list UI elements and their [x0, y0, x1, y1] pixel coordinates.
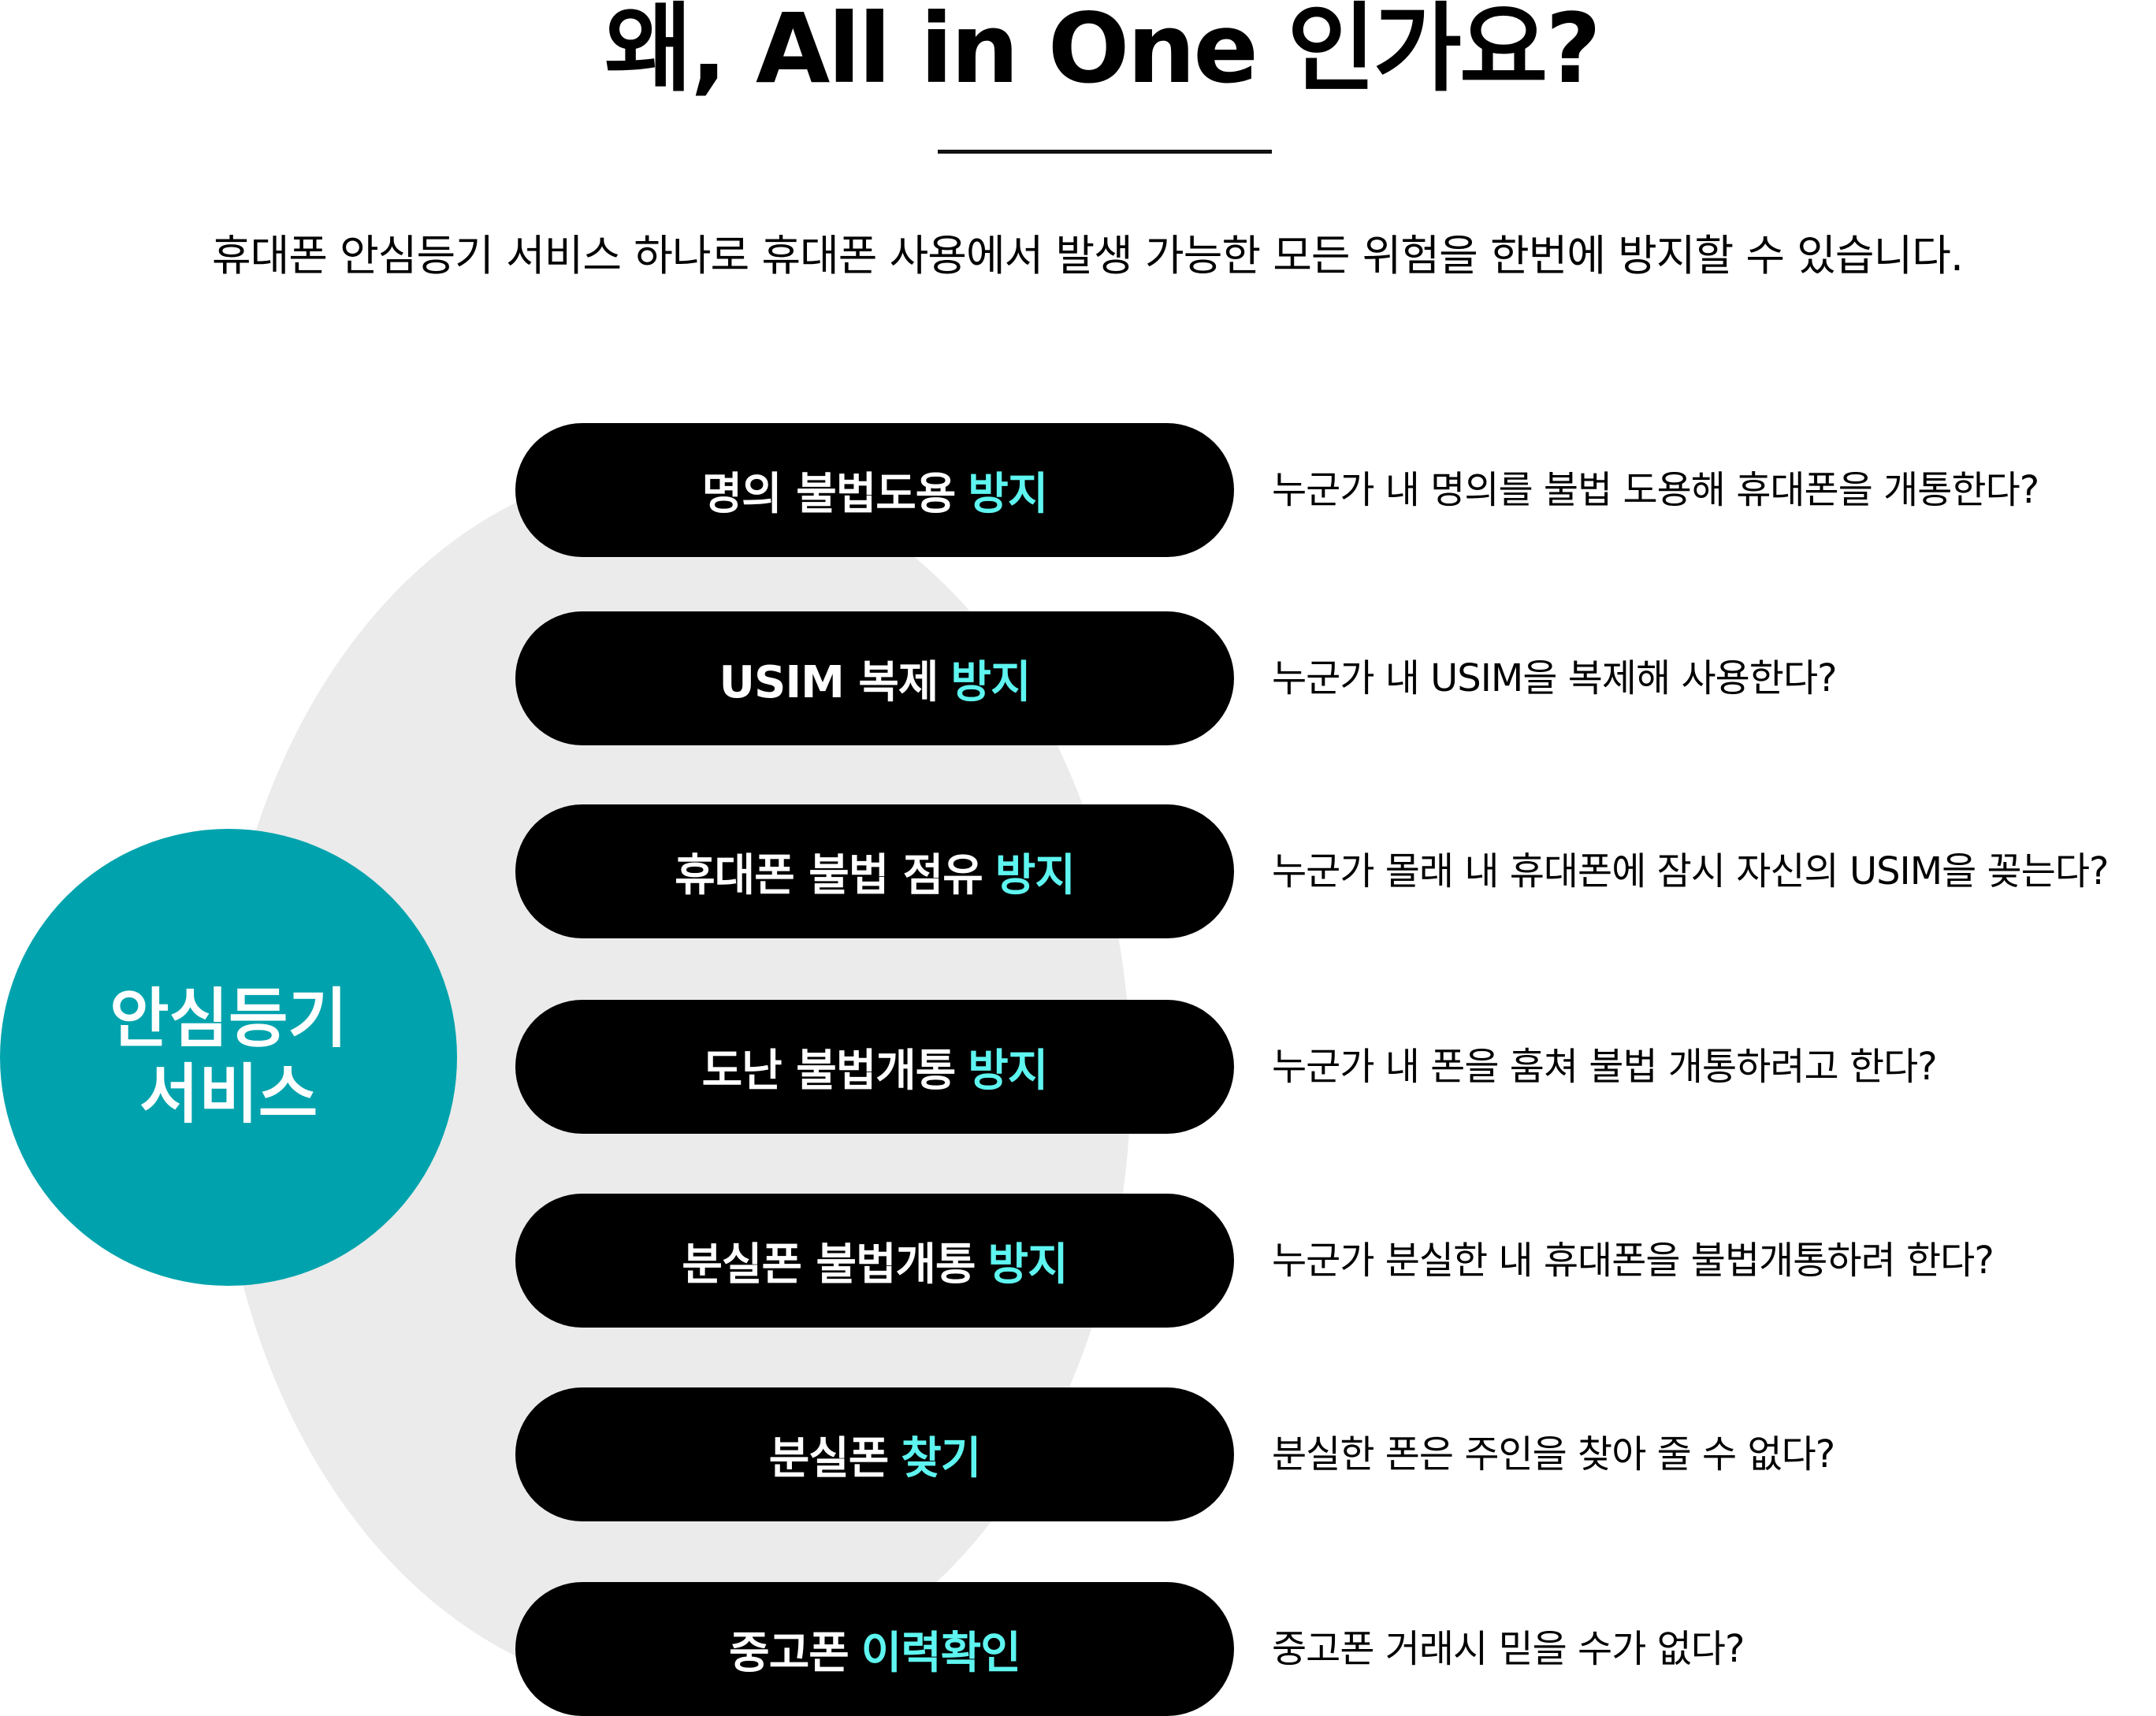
feature-label: 도난 불법개통	[701, 1045, 957, 1097]
feature-question: 분실한 폰은 주인을 찾아 줄 수 없다?	[1272, 1432, 1835, 1476]
feature-label: USIM 복제	[719, 656, 939, 708]
feature-question: 누군가 몰래 내 휴대폰에 잠시 자신의 USIM을 꽂는다?	[1272, 849, 2109, 893]
feature-question: 중고폰 거래시 믿을 수가 없다?	[1272, 1627, 1745, 1671]
page-subtitle: 휴대폰 안심등기 서비스 하나로 휴대폰 사용에서 발생 가능한 모든 위험을 …	[211, 231, 1964, 280]
title-divider	[938, 150, 1272, 154]
feature-question: 누군가 내 폰을 훔쳐 불법 개통하려고 한다?	[1272, 1045, 1938, 1089]
service-circle: 안심등기 서비스	[0, 829, 457, 1286]
feature-label: 분실폰 불법개통	[682, 1239, 976, 1291]
page-title: 왜, All in One 인가요?	[604, 0, 1601, 105]
feature-label: 휴대폰 불법 점유	[675, 849, 983, 901]
feature-question: 누군가 내 USIM을 복제해 사용한다?	[1272, 656, 1838, 700]
feature-label: 중고폰	[729, 1627, 849, 1679]
service-circle-line2: 서비스	[139, 1057, 318, 1132]
feature-question: 누군가 분실한 내 휴대폰을 불법개통하려 한다?	[1272, 1239, 1994, 1283]
feature-question: 누군가 내 명의를 불법 도용해 휴대폰을 개통한다?	[1272, 468, 2039, 512]
feature-highlight: 방지	[994, 849, 1076, 901]
feature-highlight: 이력확인	[861, 1627, 1021, 1679]
service-circle-line1: 안심등기	[110, 982, 348, 1057]
feature-highlight: 방지	[968, 468, 1048, 520]
feature-label: 명의 불법도용	[701, 468, 957, 520]
feature-highlight: 방지	[987, 1239, 1069, 1291]
feature-highlight: 찾기	[901, 1432, 981, 1484]
feature-highlight: 방지	[968, 1045, 1048, 1097]
feature-highlight: 방지	[950, 656, 1031, 708]
feature-label: 분실폰	[768, 1432, 890, 1484]
